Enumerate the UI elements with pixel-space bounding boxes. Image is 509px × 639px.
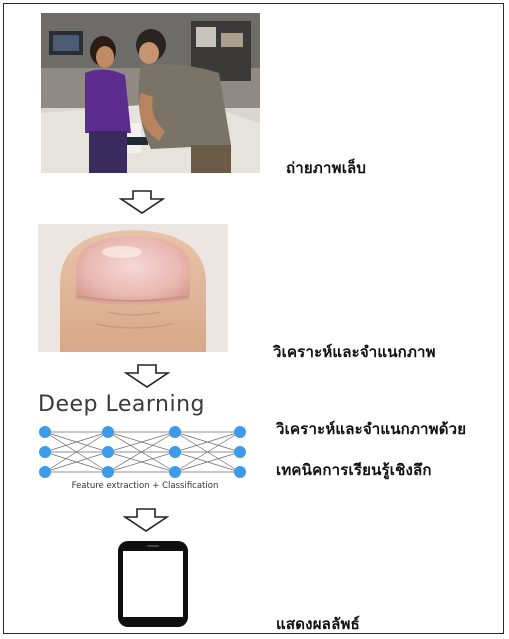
down-arrow-icon xyxy=(123,507,169,537)
step4-caption: แสดงผลลัพธ์ xyxy=(276,612,360,636)
deep-learning-title: Deep Learning xyxy=(38,392,248,417)
step1-caption: ถ่ายภาพเล็บ xyxy=(286,156,366,180)
fingernail-photo xyxy=(38,224,228,352)
down-arrow-icon xyxy=(119,189,165,219)
step3-caption-line1: วิเคราะห์และจำแนกภาพด้วย xyxy=(276,417,466,441)
smartphone-icon xyxy=(117,540,189,632)
deep-learning-subtitle: Feature extraction + Classification xyxy=(30,481,260,491)
neural-network-diagram xyxy=(30,422,260,486)
lab-photo xyxy=(41,13,260,173)
down-arrow-icon xyxy=(124,363,170,393)
step2-caption: วิเคราะห์และจำแนกภาพ xyxy=(273,340,436,364)
step3-caption-line2: เทคนิคการเรียนรู้เชิงลึก xyxy=(276,458,432,482)
